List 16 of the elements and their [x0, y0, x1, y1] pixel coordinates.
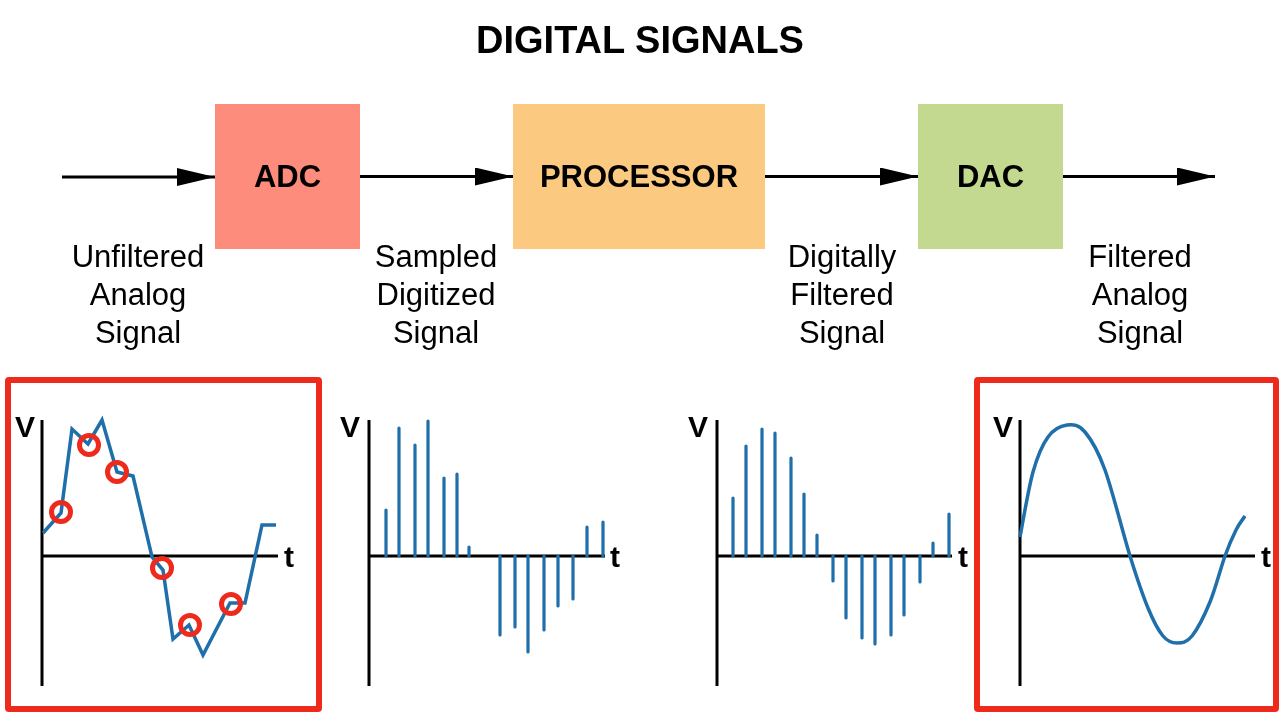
axis-label: t	[958, 542, 968, 572]
axis-label: t	[284, 542, 294, 572]
arrow	[765, 167, 918, 186]
axis-label: V	[340, 412, 360, 442]
axis-label: V	[993, 412, 1013, 442]
arrow	[360, 167, 513, 186]
diagram-title: DIGITAL SIGNALS	[476, 18, 804, 62]
axis-label: t	[610, 542, 620, 572]
arrow	[1063, 167, 1215, 186]
process-box: DAC	[918, 104, 1063, 249]
axis-label: t	[1261, 542, 1271, 572]
arrow	[62, 168, 215, 186]
axis-label: V	[15, 412, 35, 442]
process-box: ADC	[215, 104, 360, 249]
axis-label: V	[688, 412, 708, 442]
process-box: PROCESSOR	[513, 104, 765, 249]
